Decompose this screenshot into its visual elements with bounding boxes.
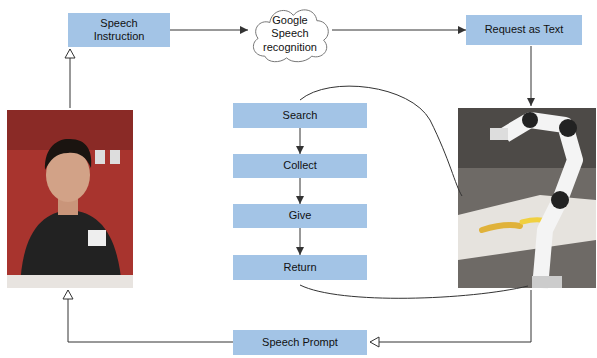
step-box: Collect [233,154,367,178]
flow-arrow [300,228,301,255]
flow-arrow [300,128,301,154]
node-label: Search [283,109,318,122]
node-label: Collect [283,159,317,172]
process-box: Speech Instruction [68,13,170,47]
flow-arrow [300,178,301,204]
flow-arrow [332,30,466,31]
cloud-service: Google Speech recognition [248,3,332,65]
node-label: Speech Instruction [74,17,164,43]
robot-photo [458,108,596,288]
process-box: Speech Prompt [233,330,367,355]
step-box: Give [233,204,367,228]
person-photo [7,110,133,288]
step-box: Search [233,103,367,128]
node-label: Request as Text [485,23,564,36]
step-box: Return [233,255,367,280]
node-label: Give [289,209,312,222]
node-label: Speech Prompt [262,336,338,349]
flow-arrow [170,30,248,31]
node-label: Return [283,261,316,274]
process-box: Request as Text [466,15,582,45]
node-label: Google Speech recognition [260,14,320,54]
